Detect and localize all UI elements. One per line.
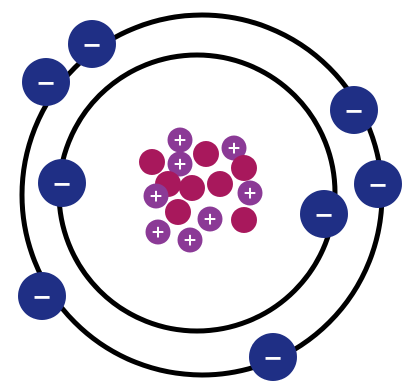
proton: + (221, 135, 247, 161)
electron-sign: − (82, 31, 102, 59)
proton-sign: + (243, 184, 257, 204)
electron: − (354, 160, 402, 208)
electron-sign: − (263, 344, 283, 372)
electron-sign: − (344, 97, 364, 125)
neutron (165, 199, 191, 225)
neutron (207, 171, 233, 197)
electron: − (249, 333, 297, 381)
proton: + (145, 219, 171, 245)
proton-sign: + (149, 187, 163, 207)
proton: + (167, 127, 193, 153)
electron: − (22, 58, 70, 106)
nucleus: + + + + + + + + (139, 127, 263, 253)
neutron (231, 155, 257, 181)
electron-sign: − (32, 283, 52, 311)
electron-sign: − (314, 201, 334, 229)
electron-sign: − (52, 170, 72, 198)
proton: + (167, 151, 193, 177)
proton-sign: + (173, 155, 187, 175)
electron: − (18, 272, 66, 320)
neutron (231, 207, 257, 233)
proton-sign: + (203, 210, 217, 230)
proton: + (143, 183, 169, 209)
neutron (179, 175, 205, 201)
electron-sign: − (368, 171, 388, 199)
electron: − (68, 20, 116, 68)
proton: + (237, 180, 263, 206)
proton-sign: + (183, 231, 197, 251)
proton-sign: + (173, 131, 187, 151)
proton-sign: + (151, 223, 165, 243)
neutron (139, 149, 165, 175)
electron: − (300, 190, 348, 238)
electrons: −−−−−−−− (18, 20, 402, 381)
proton-sign: + (227, 139, 241, 159)
electron: − (38, 159, 86, 207)
proton: + (177, 227, 203, 253)
electron-sign: − (36, 69, 56, 97)
electron: − (330, 86, 378, 134)
neutron (193, 141, 219, 167)
proton: + (197, 206, 223, 232)
